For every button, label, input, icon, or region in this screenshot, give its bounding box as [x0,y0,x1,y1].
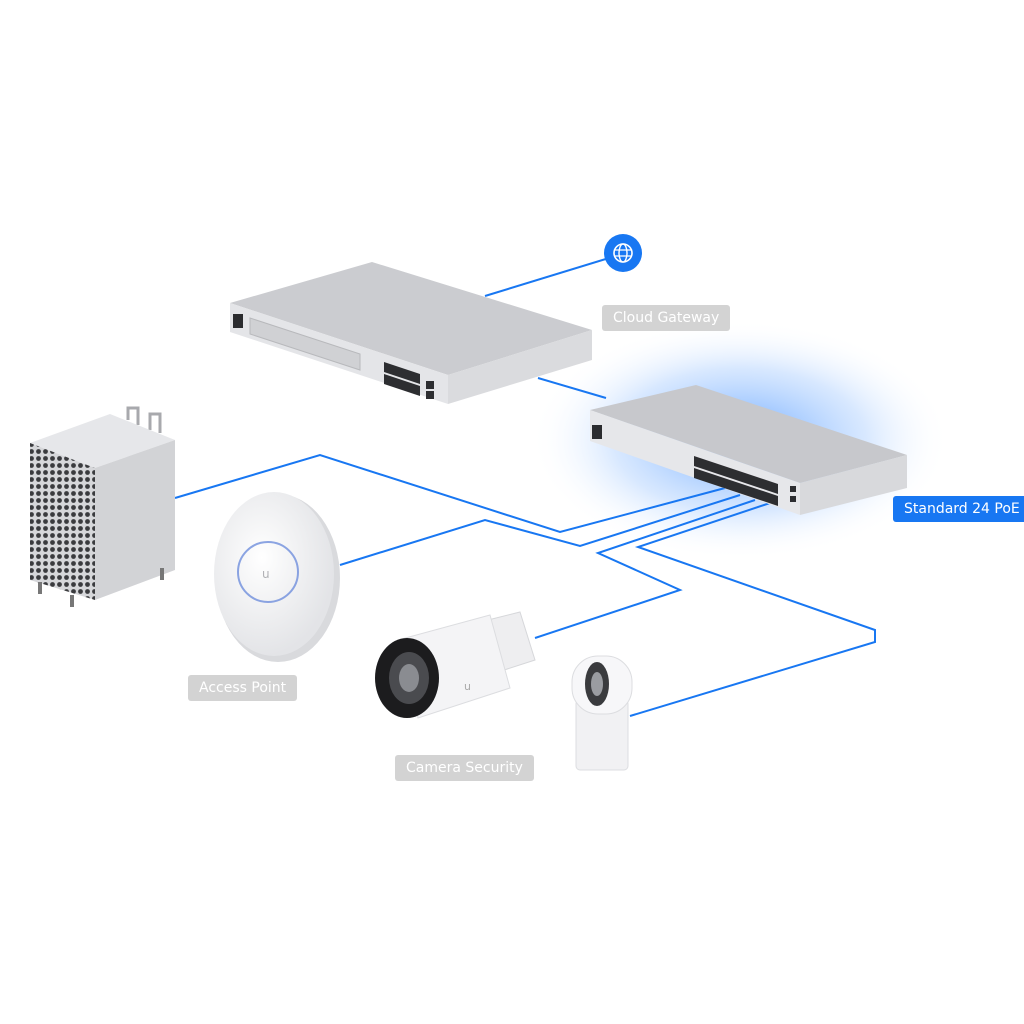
cable-workstation-switch [174,453,726,534]
workstation-computer-device[interactable] [30,406,175,607]
standard-24-poe-switch-device[interactable] [590,385,907,515]
access-point-device[interactable]: u [214,492,340,662]
camera-security-label: Camera Security [395,755,534,781]
dome-camera-device[interactable] [571,655,633,771]
globe-icon[interactable] [604,234,642,272]
connection-cables [174,253,876,717]
svg-text:u: u [464,680,471,693]
access-point-label: Access Point [188,675,298,701]
cable-gateway-switch [537,377,607,399]
cloud-gateway-label: Cloud Gateway [602,305,731,331]
svg-text:u: u [262,567,270,581]
cloud-gateway-device[interactable] [230,262,592,404]
standard-24-poe-label: Standard 24 PoE [893,496,1024,522]
cable-internet-gateway [484,253,623,297]
cable-camera-switch [534,499,756,639]
cable-dome-switch [629,502,876,717]
bullet-camera-device[interactable]: u [375,611,536,719]
cable-ap-switch [339,494,741,566]
